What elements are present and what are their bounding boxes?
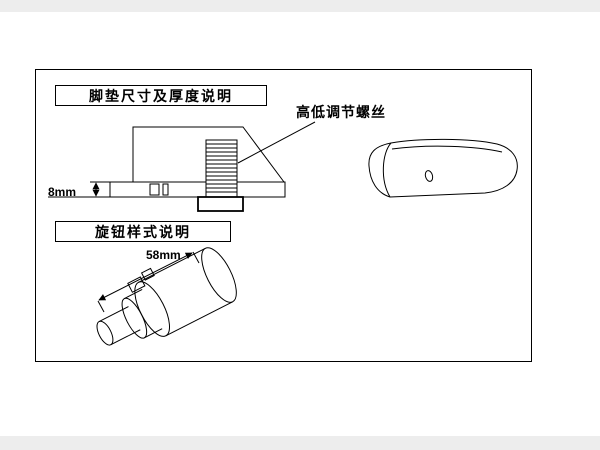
knob-rear-face: [201, 247, 237, 303]
adjustment-screw-threads: [205, 139, 238, 198]
knob-shaft-bottom: [110, 329, 141, 346]
knob-tab-1: [127, 276, 146, 293]
footpad-3d-outline: [368, 138, 518, 198]
knob-body-bottom: [165, 301, 233, 337]
knob-body-top: [138, 247, 206, 283]
knob-step-bottom: [144, 328, 163, 339]
knob-length-dimension-label: 58mm: [146, 248, 181, 262]
thickness-dimension-label: 8mm: [48, 185, 77, 199]
knob-step-top: [124, 289, 143, 300]
plate-detail-2: [162, 183, 169, 196]
section-title-knob: 旋钮样式说明: [55, 221, 231, 242]
footpad-3d-view: [368, 138, 518, 198]
section-title-footpad: 脚垫尺寸及厚度说明: [55, 85, 267, 106]
bottom-margin-band: [0, 436, 600, 450]
footpad-title-text: 脚垫尺寸及厚度说明: [89, 87, 233, 104]
knob-dim-extension-left: [97, 300, 105, 313]
footpad-housing-outline: [132, 126, 285, 183]
knob-front-face: [134, 281, 170, 337]
knob-step-face: [121, 297, 148, 339]
footpad-3d-hole: [424, 170, 434, 182]
thickness-dimension: [48, 181, 133, 198]
knob-tab-2: [140, 267, 155, 281]
knob-shaft-tip: [96, 320, 114, 346]
plate-detail-1: [149, 183, 160, 196]
footpad-cross-section: [109, 126, 286, 212]
screw-leader-line: [237, 121, 316, 164]
dimension-arrow-58mm: [98, 252, 193, 301]
drawing-frame: [35, 69, 532, 362]
knob-title-text: 旋钮样式说明: [95, 223, 191, 240]
screw-annotation-label: 高低调节螺丝: [296, 104, 386, 120]
top-margin-band: [0, 0, 600, 12]
knob-shaft-top: [98, 306, 129, 323]
screw-foot-nut: [197, 196, 244, 212]
footpad-3d-top-crease: [391, 145, 503, 153]
knob-drawing: [96, 247, 237, 346]
footpad-base-plate: [109, 181, 286, 198]
footpad-3d-left-edge: [382, 142, 392, 198]
